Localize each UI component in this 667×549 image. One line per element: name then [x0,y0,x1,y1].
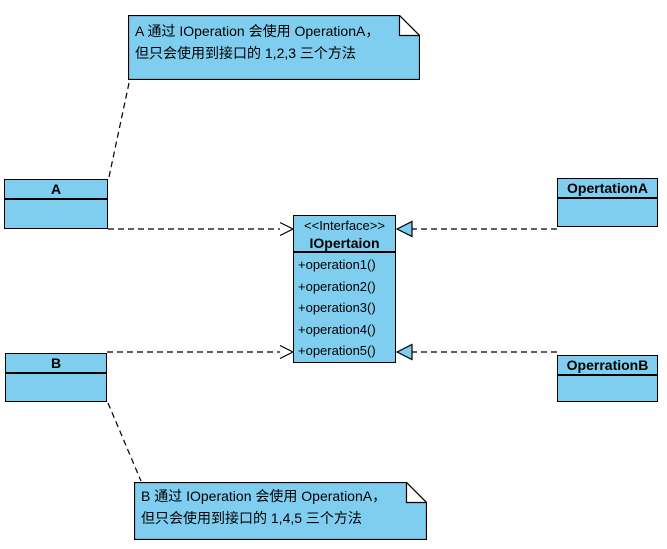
class-operationb-name: OperrationB [558,356,657,376]
interface-method: +operation2() [298,278,376,294]
class-b-compartment [6,374,106,401]
note-a-line2: 但只会使用到接口的 1,2,3 三个方法 [135,45,356,61]
dependency-arrow-b-to-interface[interactable] [107,344,295,360]
interface-method: +operation1() [298,257,376,272]
interface-method: +operation4() [298,321,376,337]
note-a-shape [128,15,420,80]
note-b-anchor-line[interactable] [107,402,142,482]
note-b-shape [134,482,427,540]
class-b-name: B [6,354,106,374]
class-a[interactable]: A [4,179,108,229]
note-b[interactable]: B 通过 IOperation 会使用 OperationA， 但只会使用到接口… [134,482,427,540]
class-a-name: A [5,180,107,200]
note-a[interactable]: A 通过 IOperation 会使用 OperationA， 但只会使用到接口… [128,15,420,80]
class-operationb-compartment [558,376,657,401]
note-b-line2: 但只会使用到接口的 1,4,5 三个方法 [141,510,362,526]
realization-arrow-operationa-to-interface[interactable] [395,220,557,238]
class-b[interactable]: B [5,353,107,402]
class-operationb[interactable]: OperrationB [557,355,658,402]
note-a-line1: A 通过 IOperation 会使用 OperationA， [135,23,380,39]
interface-method: +operation5() [298,343,376,358]
interface-header: <<Interface>> IOpertaion [294,216,395,253]
note-a-anchor-line[interactable] [108,82,130,178]
class-operationa[interactable]: OpertationA [557,178,658,227]
note-b-line1: B 通过 IOperation 会使用 OperationA， [141,488,387,504]
interface-method: +operation3() [298,300,376,315]
class-operationa-compartment [558,199,657,226]
interface-name: IOpertaion [309,235,380,251]
note-a-text: A 通过 IOperation 会使用 OperationA， 但只会使用到接口… [135,20,396,64]
note-b-text: B 通过 IOperation 会使用 OperationA， 但只会使用到接口… [141,485,403,529]
realization-arrow-operationb-to-interface[interactable] [395,343,557,361]
interface-iopertaion[interactable]: <<Interface>> IOpertaion +operation1() +… [293,215,396,363]
interface-stereotype: <<Interface>> [304,218,385,233]
class-operationa-name: OpertationA [558,179,657,199]
dependency-arrow-a-to-interface[interactable] [108,221,295,237]
class-a-compartment [5,200,107,228]
interface-methods: +operation1() +operation2() +operation3(… [294,253,395,362]
